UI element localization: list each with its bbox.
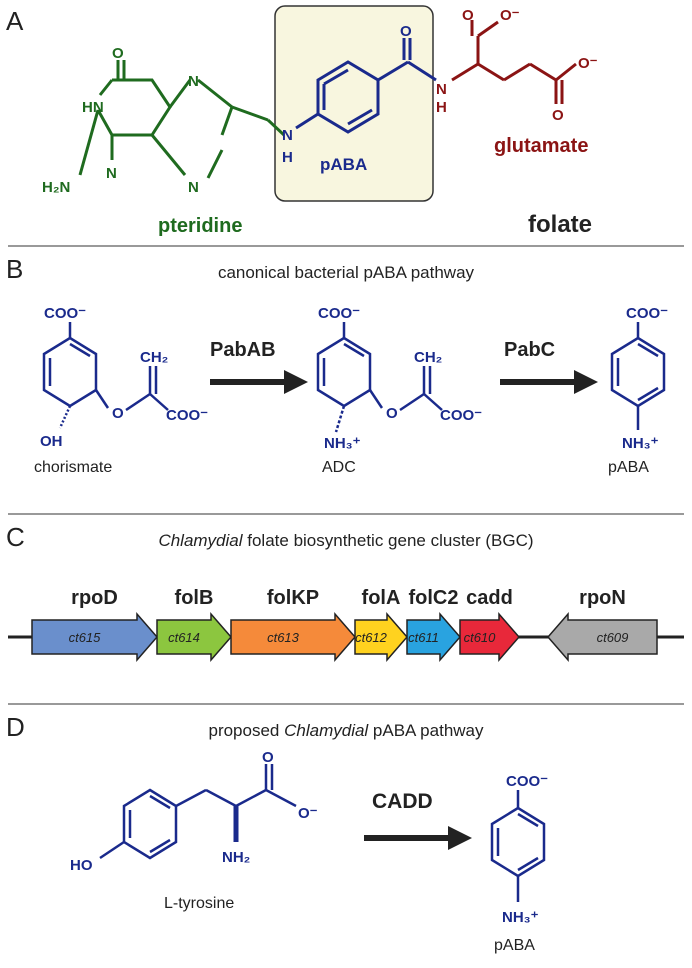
label-tyrosine: L-tyrosine [164,895,234,912]
gene-locus-ct609: ct609 [597,630,629,645]
tyr-nh2: NH₂ [222,849,250,866]
atom-hn: HN [82,99,104,116]
gene-locus-ct611: ct611 [408,630,439,645]
chor-ch2: CH₂ [140,349,168,366]
gene-name-rpoN: rpoN [579,587,626,609]
gene-name-folKP: folKP [267,587,319,609]
gene-name-folA: folA [362,587,401,609]
adc-coo: COO⁻ [318,305,360,322]
gene-arrow-ct614 [156,611,232,663]
gene-name-cadd: cadd [466,587,513,609]
paba-d-nh3: NH₃⁺ [502,909,539,926]
atom-o-pteridine: O [112,45,124,62]
adc-o: O [386,405,398,422]
atom-nh-n: N [282,127,293,144]
panel-b-title: canonical bacterial pABA pathway [218,263,475,282]
paba-b-nh3: NH₃⁺ [622,435,659,452]
panel-letter-a: A [6,6,24,36]
gene-arrows: ct615 rpoD ct614 folB ct613 folKP ct612 folA ct6… [31,587,658,663]
chor-o: O [112,405,124,422]
pteridine-structure [78,60,286,179]
atom-n1: N [106,165,117,182]
gene-name-folB: folB [175,587,214,609]
gene-arrow-ct610 [459,611,520,663]
panel-c-title: Chlamydial folate biosynthetic gene clus… [158,531,533,550]
atom-coo1-o: O [462,7,474,24]
gene-locus-ct613: ct613 [267,630,300,645]
enzyme-cadd: CADD [372,790,433,813]
panel-d-title-rest: pABA pathway [368,721,484,740]
paba-b-coo: COO⁻ [626,305,668,322]
paba-d-coo: COO⁻ [506,773,548,790]
chorismate-structure [42,322,169,429]
panel-d-title-italic: Chlamydial [284,721,369,740]
panel-c-title-italic: Chlamydial [158,531,243,550]
gene-arrow-ct612 [354,611,408,663]
panel-letter-b: B [6,254,23,284]
enzyme-pabc: PabC [504,339,555,361]
adc-ch2: CH₂ [414,349,442,366]
gene-locus-ct612: ct612 [355,630,388,645]
chor-oh: OH [40,433,63,450]
gene-arrow-ct611 [406,611,461,663]
tyrosine-structure [99,764,297,860]
paba-structure-b [610,322,666,430]
tyr-o: O [262,749,274,766]
gene-locus-ct614: ct614 [168,630,200,645]
tyr-o-neg: O⁻ [298,805,318,822]
panel-d-title-pre: proposed [208,721,284,740]
panel-letter-d: D [6,712,25,742]
label-chorismate: chorismate [34,459,112,476]
atom-coo2-o: O [552,107,564,124]
label-glutamate: glutamate [494,135,588,157]
atom-amide-n: N [436,81,447,98]
gene-arrow-ct615 [31,611,158,663]
adc-coo2: COO⁻ [440,407,482,424]
atom-coo1-neg: O⁻ [500,7,520,24]
adc-structure [316,322,443,433]
atom-amide-h: H [436,99,447,116]
panel-c-title-rest: folate biosynthetic gene cluster (BGC) [243,531,534,550]
gene-locus-ct615: ct615 [69,630,102,645]
label-paba-a: pABA [320,155,367,174]
label-paba-d: pABA [494,937,535,954]
atom-amide-o: O [400,23,412,40]
chor-coo2: COO⁻ [166,407,208,424]
gene-locus-ct610: ct610 [464,630,497,645]
gene-arrow-ct609 [547,611,658,663]
label-pteridine: pteridine [158,215,242,237]
atom-n3: N [188,179,199,196]
atom-nh-h: H [282,149,293,166]
chor-coo: COO⁻ [44,305,86,322]
label-paba-b: pABA [608,459,649,476]
paba-highlight-box [274,5,434,202]
paba-ring-a [295,38,437,134]
paba-structure-d [490,790,546,902]
glutamate-structure [451,20,577,104]
gene-arrow-ct613 [230,611,356,663]
panel-letter-c: C [6,522,25,552]
adc-nh3: NH₃⁺ [324,435,361,452]
atom-n2: N [188,73,199,90]
atom-h2n: H₂N [42,179,70,196]
panel-d-title: proposed Chlamydial pABA pathway [208,721,484,740]
label-adc: ADC [322,459,356,476]
tyr-ho: HO [70,857,93,874]
enzyme-pabab: PabAB [210,339,276,361]
gene-name-folC2: folC2 [409,587,459,609]
atom-coo2-neg: O⁻ [578,55,598,72]
label-folate: folate [528,211,592,238]
gene-name-rpoD: rpoD [71,587,118,609]
